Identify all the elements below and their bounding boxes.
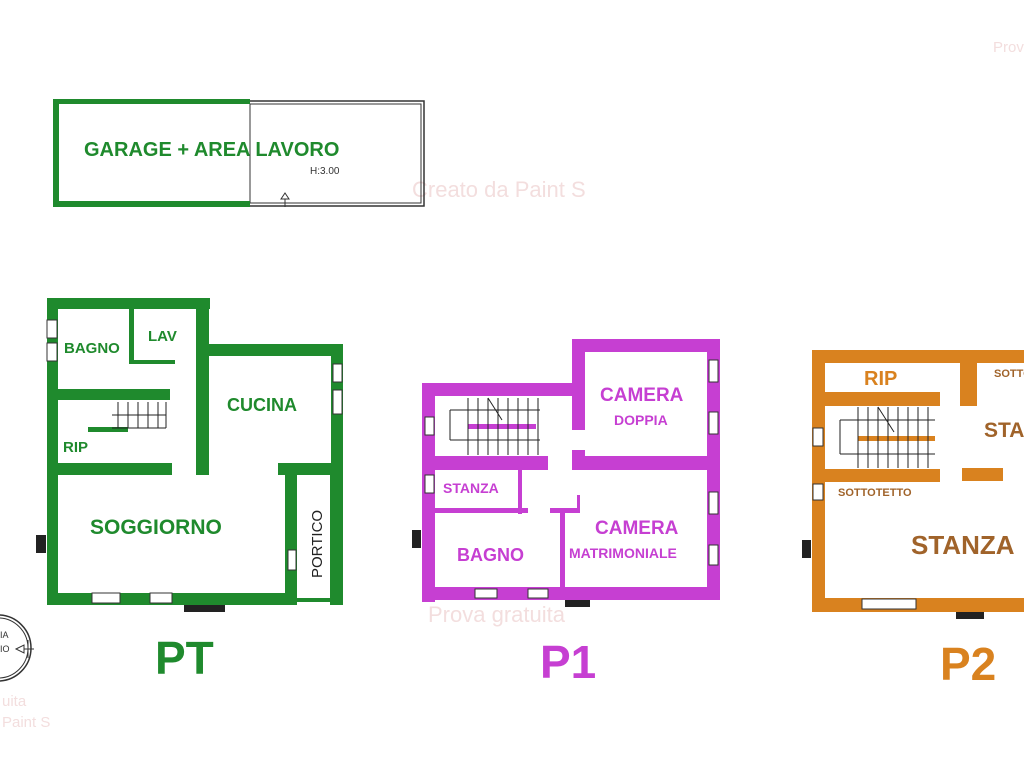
room-label-camera-matrimoniale: CAMERA: [595, 518, 679, 539]
room-label-rip: RIP: [864, 368, 897, 390]
room-label-portico: PORTICO: [309, 510, 326, 578]
watermark: Creato da Paint S: [412, 177, 586, 202]
floor-title-pt: PT: [155, 632, 214, 684]
compass-text: IO: [0, 644, 10, 654]
room-label-soggiorno: SOGGIORNO: [90, 516, 222, 539]
room-label-stanza: STANZA: [443, 480, 499, 496]
compass-icon: IA IO: [0, 614, 34, 682]
garage-label: GARAGE + AREA LAVORO: [84, 139, 339, 161]
floor-title-p1: P1: [540, 636, 596, 688]
watermark: Paint S: [2, 714, 50, 731]
room-label-sottotetto-top: SOTTO: [994, 368, 1024, 380]
room-label-rip: RIP: [63, 439, 88, 456]
room-label-stanza-small: STA: [984, 419, 1024, 442]
ground-floor-plan: [36, 298, 343, 612]
garage-height-note: H:3.00: [310, 166, 340, 177]
room-label-bagno: BAGNO: [64, 340, 120, 357]
room-label-sottotetto: SOTTOTETTO: [838, 487, 912, 499]
floor-title-p2: P2: [940, 638, 996, 690]
room-label-lav: LAV: [148, 328, 177, 345]
garage-plan: GARAGE + AREA LAVORO H:3.00: [53, 99, 425, 207]
first-floor-plan: [412, 339, 720, 607]
room-label-cucina: CUCINA: [227, 395, 297, 415]
watermark: Prova: [993, 39, 1024, 56]
watermark: uita: [2, 693, 27, 710]
room-label-camera-doppia: CAMERA: [600, 385, 684, 406]
room-label-camera-matrimoniale-sub: MATRIMONIALE: [569, 545, 677, 561]
room-label-camera-doppia-sub: DOPPIA: [614, 412, 668, 428]
watermark: Prova gratuita: [428, 602, 566, 627]
compass-text: IA: [0, 630, 9, 640]
second-floor-plan: [802, 350, 1024, 619]
room-label-stanza: STANZA: [911, 530, 1015, 560]
room-label-bagno: BAGNO: [457, 545, 524, 565]
